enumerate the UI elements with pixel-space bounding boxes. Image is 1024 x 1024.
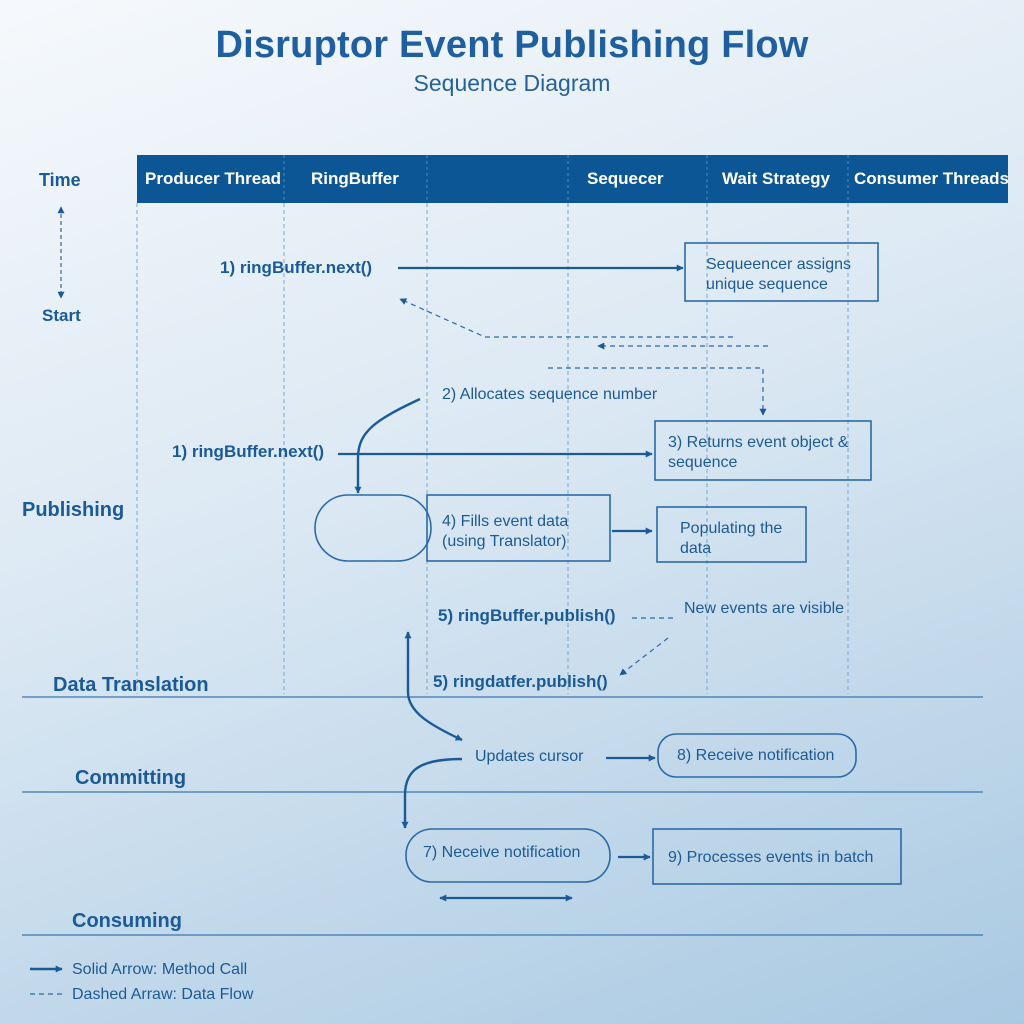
diagram-subtitle: Sequence Diagram [413,70,611,96]
phase-consuming: Consuming [72,910,182,932]
phase-publishing: Publishing [22,499,125,521]
box-fills-event-data: 4) Fills event data (using Translator) [442,513,569,550]
lifeline-header-bar [137,155,1008,203]
message-ringbuffer-next-2: 1) ringBuffer.next() [172,442,325,461]
message-allocates-sequence: 2) Allocates sequence number [442,386,658,403]
message-ringbuffer-publish-2: 5) ringdatfer.publish() [433,672,608,691]
lifelines [136,203,849,694]
box-receive-notification-8: 8) Receive notification [677,747,835,764]
box-sequencer-assigns: Sequeencer assigns unique sequence [706,256,851,293]
lifeline-ringbuffer: RingBuffer [311,169,399,188]
diagram-title: Disruptor Event Publishing Flow [215,24,809,66]
message-new-events-visible: New events are visible [684,600,845,617]
lifeline-sequencer: Sequecer [587,169,664,188]
message-ringbuffer-publish-1: 5) ringBuffer.publish() [438,606,616,625]
phase-committing: Committing [75,767,187,789]
message-updates-cursor: Updates cursor [475,748,584,765]
lifeline-wait-strategy: Wait Strategy [722,169,831,188]
box-populating-data: Populating the data [680,520,783,557]
box-returns-event-object: 3) Returns event object & sequence [668,434,849,471]
legend-dashed-arrow: Dashed Arraw: Data Flow [72,986,254,1003]
lifeline-consumer-threads: Consumer Threads [854,169,1009,188]
box-receive-notification-7: 7) Neceive notification [423,844,581,861]
phase-data-translation: Data Translation [53,674,209,696]
time-axis-label: Time [39,170,81,190]
time-start-label: Start [42,306,81,325]
lifeline-producer-thread: Producer Thread [145,169,282,188]
legend-solid-arrow: Solid Arrow: Method Call [72,961,248,978]
box-processes-events: 9) Processes events in batch [668,849,874,866]
message-ringbuffer-next-1: 1) ringBuffer.next() [220,258,373,277]
